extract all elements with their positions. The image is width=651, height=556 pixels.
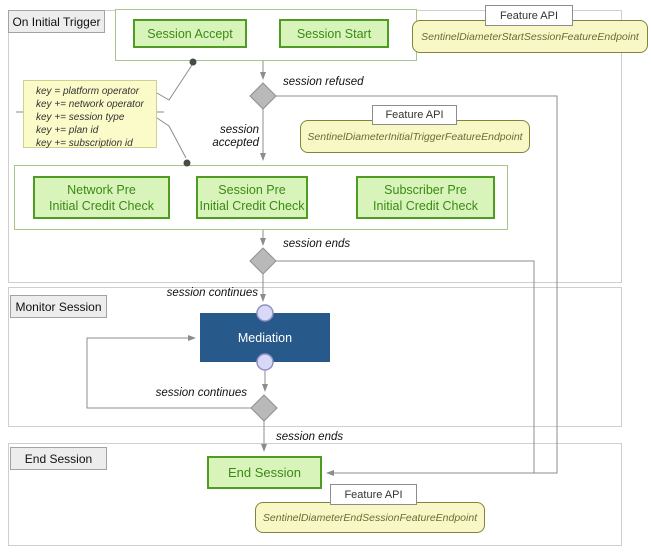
- feature-api-label-initial-trigger: Feature API: [372, 105, 457, 125]
- edge-label-session-continues-top: session continues: [166, 287, 258, 299]
- key-note-line: key += plan id: [36, 125, 99, 136]
- section-label-on-initial-trigger: On Initial Trigger: [8, 10, 105, 33]
- activity-label-line1: Session Pre: [218, 182, 286, 197]
- activity-label-line2: Initial Credit Check: [373, 198, 478, 213]
- activity-label: End Session: [228, 464, 301, 480]
- activity-session-pre-initial-credit-check: Session Pre Initial Credit Check: [196, 176, 308, 219]
- edge-label-session-ends-bottom: session ends: [276, 431, 344, 443]
- feature-api-text: Feature API: [344, 488, 403, 501]
- activity-label: Mediation: [237, 330, 293, 345]
- section-label-text: Monitor Session: [15, 299, 102, 314]
- activity-session-start: Session Start: [279, 19, 389, 48]
- activity-label: Session Accept: [147, 26, 233, 41]
- endpoint-text: SentinelDiameterStartSessionFeatureEndpo…: [421, 30, 639, 43]
- section-label-end-session: End Session: [10, 447, 107, 470]
- key-note-line: key += network operator: [36, 99, 144, 110]
- activity-label-line1: Network Pre: [67, 182, 136, 197]
- activity-label-line2: Initial Credit Check: [199, 198, 305, 213]
- feature-api-text: Feature API: [385, 109, 444, 121]
- endpoint-text: SentinelDiameterEndSessionFeatureEndpoin…: [262, 511, 478, 524]
- edge-label-session-accepted: session accepted: [212, 124, 259, 149]
- activity-label-line1: Subscriber Pre: [384, 182, 467, 197]
- key-note-line: key += session type: [36, 112, 125, 123]
- feature-api-label-end-session: Feature API: [330, 484, 417, 505]
- section-label-monitor-session: Monitor Session: [10, 295, 107, 318]
- activity-session-accept: Session Accept: [133, 19, 247, 48]
- key-note-line: key += subscription id: [36, 138, 133, 149]
- feature-api-text: Feature API: [499, 9, 559, 22]
- feature-api-label-start-session: Feature API: [485, 5, 573, 26]
- edge-label-session-refused: session refused: [283, 76, 364, 88]
- activity-label: Session Start: [296, 26, 372, 41]
- section-label-text: End Session: [24, 451, 93, 466]
- activity-end-session: End Session: [207, 456, 322, 489]
- edge-label-session-ends-top: session ends: [283, 238, 351, 250]
- activity-subscriber-pre-initial-credit-check: Subscriber Pre Initial Credit Check: [356, 176, 495, 219]
- key-note-line: key = platform operator: [36, 86, 140, 97]
- activity-mediation: Mediation: [200, 313, 330, 362]
- activity-network-pre-initial-credit-check: Network Pre Initial Credit Check: [33, 176, 170, 219]
- activity-label-line2: Initial Credit Check: [49, 198, 154, 213]
- section-label-text: On Initial Trigger: [12, 14, 101, 29]
- edge-label-session-continues-loop: session continues: [155, 387, 247, 399]
- key-note: key = platform operator key += network o…: [23, 80, 157, 149]
- endpoint-text: SentinelDiameterInitialTriggerFeatureEnd…: [307, 130, 523, 143]
- endpoint-end-session: SentinelDiameterEndSessionFeatureEndpoin…: [255, 502, 485, 533]
